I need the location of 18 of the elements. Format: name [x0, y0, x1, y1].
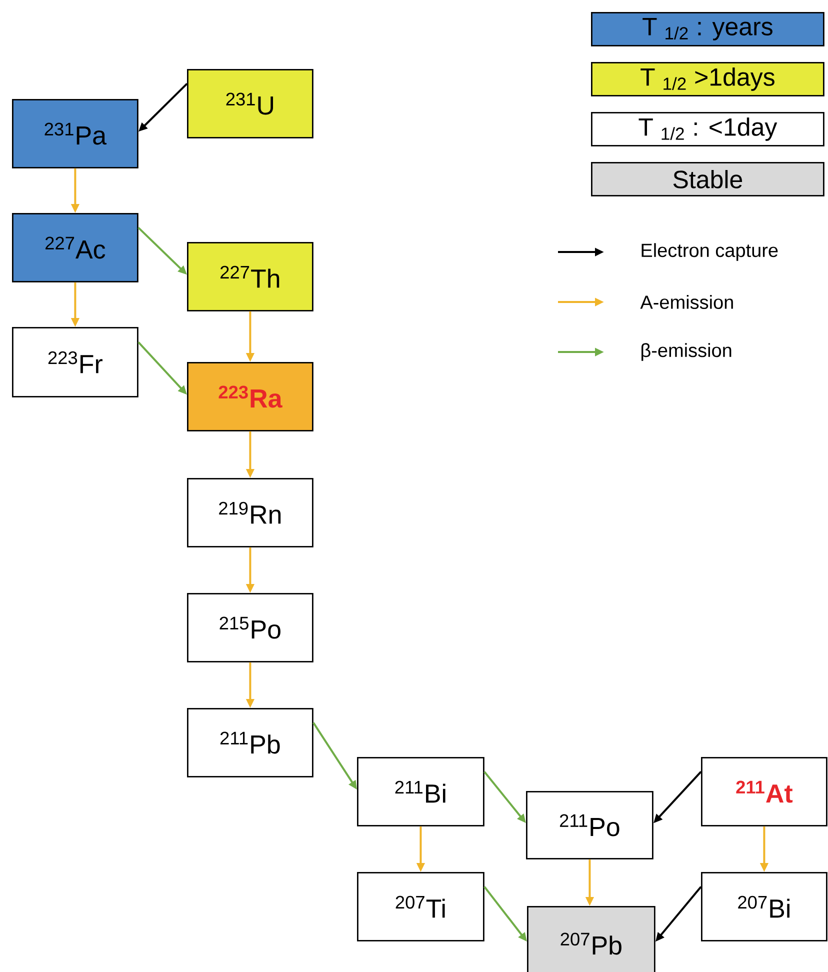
nuclide-box: $^{231}$Pa — [12, 99, 138, 168]
nuclide-box: $^{207}$Pb — [527, 906, 656, 972]
legend-label: Electron capture — [642, 243, 778, 261]
legend-label: β-emission — [642, 343, 732, 361]
nuclide-box: $^{215}$Po — [187, 593, 314, 662]
nuclide-box: $^{211}$Bi — [357, 757, 484, 826]
nuclide-box: $^{219}$Rn — [187, 478, 314, 548]
legend-label: A-emission — [640, 295, 733, 309]
nuclide-box: $^{207}$Bi — [701, 872, 828, 942]
nuclide-box: $^{211}$At — [701, 757, 828, 826]
nuclide-box: $^{223}$Fr — [12, 327, 138, 398]
nuclide-box: $^{231}$U — [187, 69, 314, 138]
nuclide-box: $^{211}$Pb — [187, 708, 314, 778]
nuclide-box: $^{211}$Po — [526, 791, 654, 860]
nuclide-box: $^{223}$Ra — [187, 362, 314, 432]
nuclide-box: $^{227}$Ac — [12, 213, 138, 282]
nuclide-box: $^{227}$Th — [187, 242, 314, 312]
nuclide-box: $^{207}$Ti — [357, 872, 484, 942]
